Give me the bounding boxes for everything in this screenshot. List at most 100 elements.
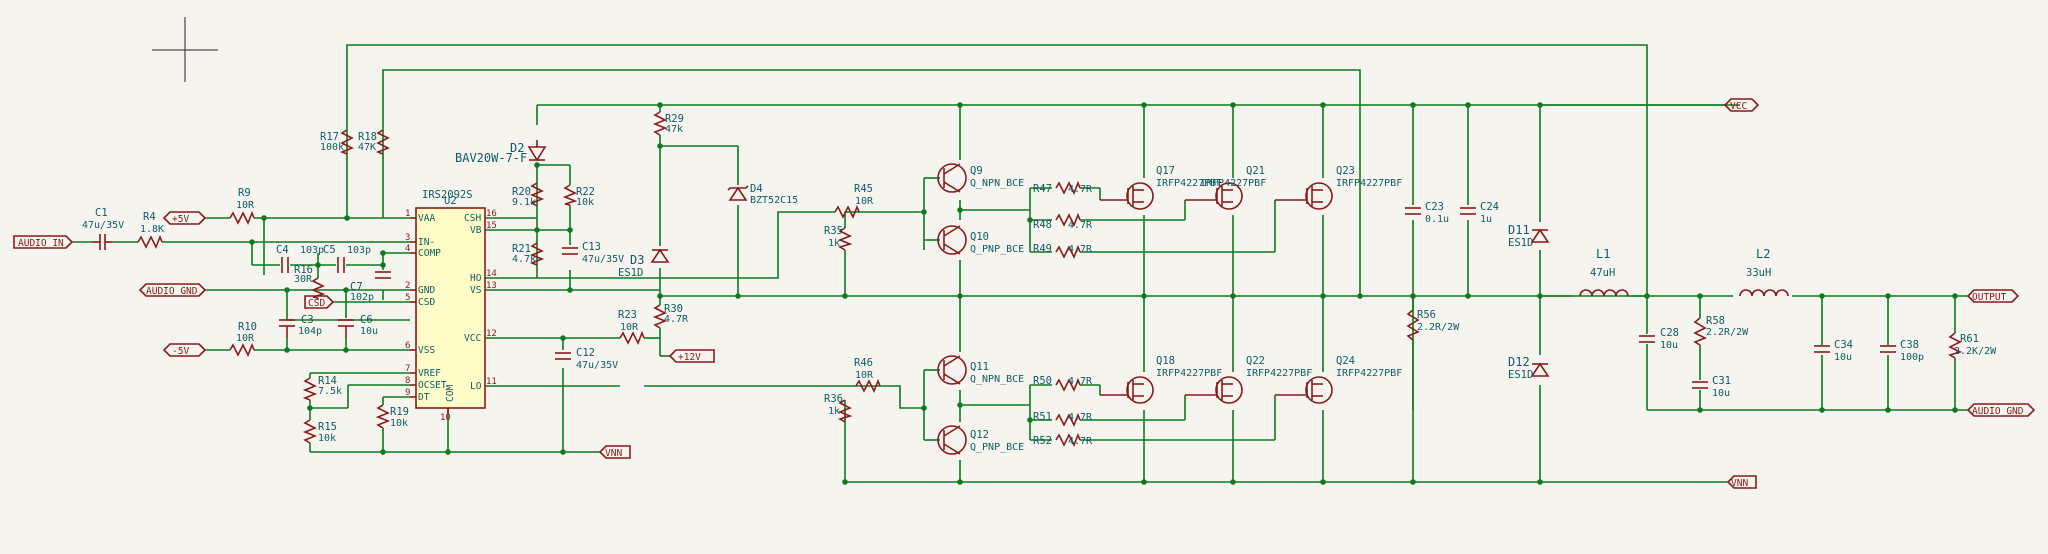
net-label-audio-in[interactable]: AUDIO_IN [13, 235, 74, 249]
svg-text:103p: 103p [347, 245, 371, 256]
net-label-plus12v[interactable]: +12V [668, 349, 715, 363]
svg-text:IRFP4227PBF: IRFP4227PBF [1336, 368, 1402, 379]
net-label-vnn[interactable]: VNN [598, 445, 631, 459]
svg-text:7.5k: 7.5k [318, 386, 342, 397]
svg-text:D3: D3 [630, 253, 644, 267]
svg-text:Q_PNP_BCE: Q_PNP_BCE [970, 244, 1024, 255]
svg-text:AUDIO_GND: AUDIO_GND [1972, 406, 2024, 417]
net-label-vcc[interactable]: VCC [1723, 98, 1760, 112]
net-label-minus5v[interactable]: -5V [162, 343, 207, 357]
svg-text:16: 16 [486, 209, 497, 219]
svg-text:2: 2 [405, 281, 410, 291]
svg-text:Q21: Q21 [1246, 165, 1265, 177]
svg-text:R22: R22 [576, 186, 595, 198]
svg-text:D11: D11 [1508, 223, 1530, 237]
svg-text:ES1D: ES1D [618, 267, 643, 279]
svg-text:-5V: -5V [172, 346, 189, 357]
ic-u2[interactable]: U2 IRS2092S VAA IN- COMP GND CSD VSS VRE… [405, 189, 497, 423]
svg-text:R18: R18 [358, 131, 377, 143]
svg-text:Q_NPN_BCE: Q_NPN_BCE [970, 374, 1024, 385]
svg-text:6: 6 [405, 341, 410, 351]
svg-text:R20: R20 [512, 186, 531, 198]
net-label-output[interactable]: OUTPUT [1966, 289, 2020, 303]
net-label-vnn-right[interactable]: VNN [1726, 475, 1757, 489]
bjt-q9[interactable]: Q9Q_NPN_BCE [937, 163, 1024, 193]
net-label-audio-gnd-right[interactable]: AUDIO_GND [1966, 403, 2036, 417]
net-label-audio-gnd[interactable]: AUDIO_GND [138, 283, 207, 297]
svg-text:C28: C28 [1660, 327, 1679, 339]
svg-text:+5V: +5V [172, 214, 189, 225]
resistor-r4[interactable]: R41.8K [137, 211, 164, 249]
svg-text:D12: D12 [1508, 355, 1530, 369]
svg-text:33uH: 33uH [1746, 267, 1771, 279]
svg-text:2.2R/2W: 2.2R/2W [1417, 322, 1460, 333]
svg-text:VSS: VSS [418, 345, 435, 356]
svg-text:1k: 1k [828, 406, 840, 417]
net-label-plus5v[interactable]: +5V [162, 211, 207, 225]
svg-text:GND: GND [418, 285, 435, 296]
svg-text:R47: R47 [1033, 183, 1052, 195]
svg-text:U2: U2 [444, 195, 457, 207]
net-label-csd[interactable]: CSD [304, 295, 335, 309]
svg-text:10R: 10R [855, 196, 874, 207]
